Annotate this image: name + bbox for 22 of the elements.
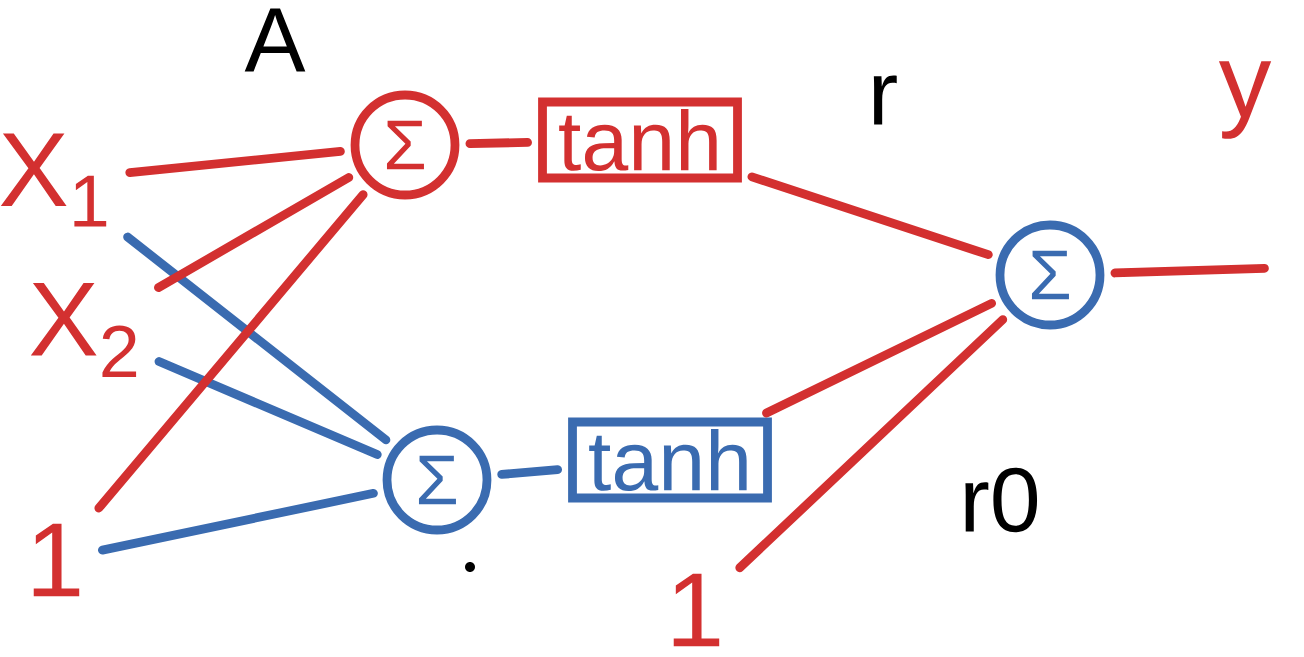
input-label: 1 [673,573,720,647]
connector-line [98,488,378,555]
input-label: X$_{2}$ [30,283,137,377]
connector-line [465,138,532,149]
weight-label: r [873,75,897,125]
activation-box: tanh [568,417,772,503]
connector-line [154,357,382,459]
connector-line [123,232,391,445]
activation-box: tanh [538,97,742,183]
connector-line [94,190,368,513]
connector-line [497,465,562,479]
connector-line [125,147,345,177]
connector-line [1110,263,1269,278]
connector-line [747,172,993,260]
weight-label: A [244,8,306,72]
input-label: 1 [33,523,80,597]
connector-line [762,299,996,418]
input-label: y [1218,61,1272,139]
weight-label: r0 [965,467,1038,533]
input-label: X$_{1}$ [0,133,107,227]
connector-line [154,173,354,292]
connector-line [735,315,1008,573]
